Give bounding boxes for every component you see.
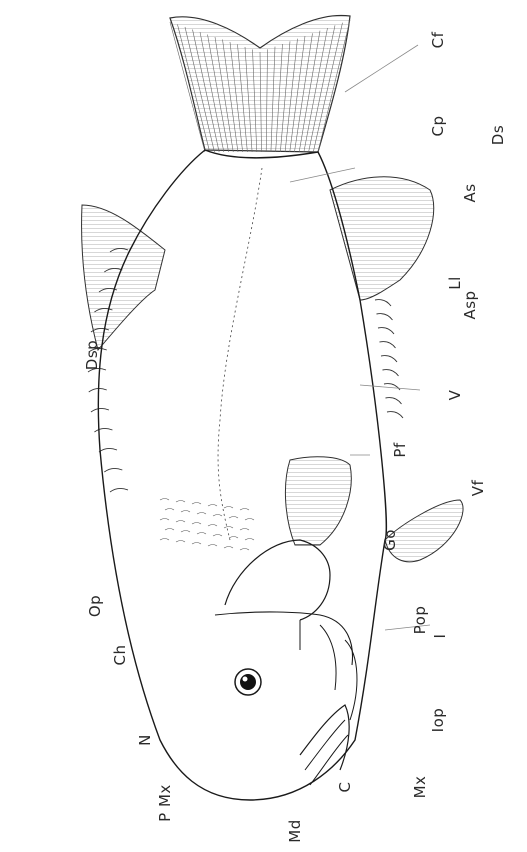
label-pmx: P Mx [156, 784, 174, 822]
label-ll: Ll [446, 276, 464, 290]
label-asp: Asp [461, 290, 479, 319]
label-cp: Cp [429, 116, 447, 137]
label-as: As [461, 183, 479, 202]
label-pop: Pop [411, 606, 429, 635]
label-op: Op [86, 595, 104, 617]
label-iop: Iop [429, 708, 447, 733]
label-pf: Pf [391, 442, 409, 457]
label-md: Md [286, 819, 304, 842]
label-ds: Ds [489, 125, 507, 145]
label-ch: Ch [111, 645, 129, 666]
label-v: V [446, 390, 464, 401]
label-n: N [136, 734, 154, 746]
label-vf: Vf [469, 480, 487, 497]
label-go: Go [381, 529, 399, 551]
label-cf: Cf [429, 32, 447, 49]
label-mx: Mx [411, 776, 429, 799]
label-c: C [336, 782, 354, 793]
label-i: I [431, 634, 449, 639]
label-dsp: Dsp [83, 340, 101, 370]
